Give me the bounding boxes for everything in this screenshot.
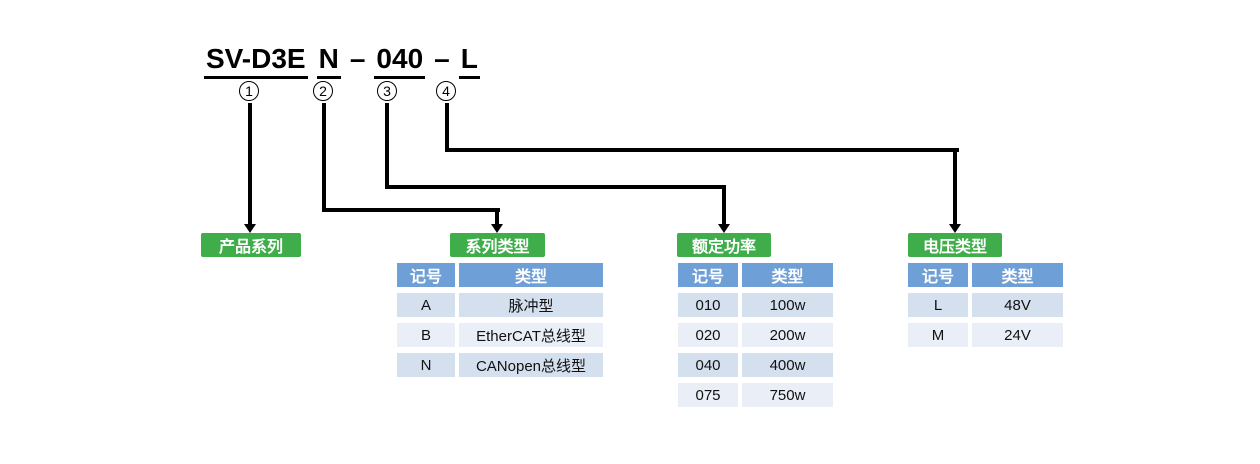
connector-line-4-horizontal [445,148,959,152]
table-cell: 24V [972,323,1063,347]
table-cell: EtherCAT总线型 [459,323,603,347]
table-cell: 040 [678,353,738,377]
table-cell: M [908,323,968,347]
table-cell: 010 [678,293,738,317]
callout-3: 3 [377,81,397,101]
model-code: SV-D3E N – 040 – L [204,43,480,79]
label-voltage-type: 电压类型 [908,233,1002,257]
arrowhead-1 [244,224,256,233]
column-header: 记号 [678,263,738,287]
connector-line-1 [248,103,252,224]
column-header: 类型 [459,263,603,287]
rated-power-table: 记号 类型 010 100w 020 200w 040 400w 075 750… [678,263,833,407]
callout-1: 1 [239,81,259,101]
voltage-type-table: 记号 类型 L 48V M 24V [908,263,1063,347]
table-cell: L [908,293,968,317]
connector-line-3-drop [722,185,726,224]
model-code-power: 040 [374,43,426,79]
column-header: 类型 [972,263,1063,287]
callout-2: 2 [313,81,333,101]
arrowhead-2 [491,224,503,233]
connector-line-3-horizontal [385,185,726,189]
label-series-type: 系列类型 [450,233,545,257]
table-cell: 100w [742,293,833,317]
series-type-table: 记号 类型 A 脉冲型 B EtherCAT总线型 N CANopen总线型 [397,263,603,377]
model-code-voltage: L [458,43,480,79]
connector-line-2-drop [495,208,499,224]
arrowhead-4 [949,224,961,233]
table-cell: B [397,323,455,347]
label-product-series: 产品系列 [201,233,301,257]
callout-4: 4 [436,81,456,101]
connector-line-4-drop [953,148,957,224]
connector-line-3-vertical [385,103,389,189]
model-code-type: N [316,43,341,79]
table-cell: N [397,353,455,377]
table-cell: 48V [972,293,1063,317]
table-cell: 075 [678,383,738,407]
connector-line-2-vertical [322,103,326,212]
column-header: 记号 [397,263,455,287]
connector-line-2-horizontal [322,208,500,212]
table-cell: CANopen总线型 [459,353,603,377]
column-header: 记号 [908,263,968,287]
model-code-dash: – [434,43,450,74]
table-cell: 200w [742,323,833,347]
arrowhead-3 [718,224,730,233]
table-cell: 750w [742,383,833,407]
label-rated-power: 额定功率 [677,233,771,257]
column-header: 类型 [742,263,833,287]
table-cell: 脉冲型 [459,293,603,317]
model-code-dash: – [349,43,366,74]
table-cell: 020 [678,323,738,347]
connector-line-4-vertical [445,103,449,152]
table-cell: A [397,293,455,317]
table-cell: 400w [742,353,833,377]
model-code-series: SV-D3E [204,43,308,79]
